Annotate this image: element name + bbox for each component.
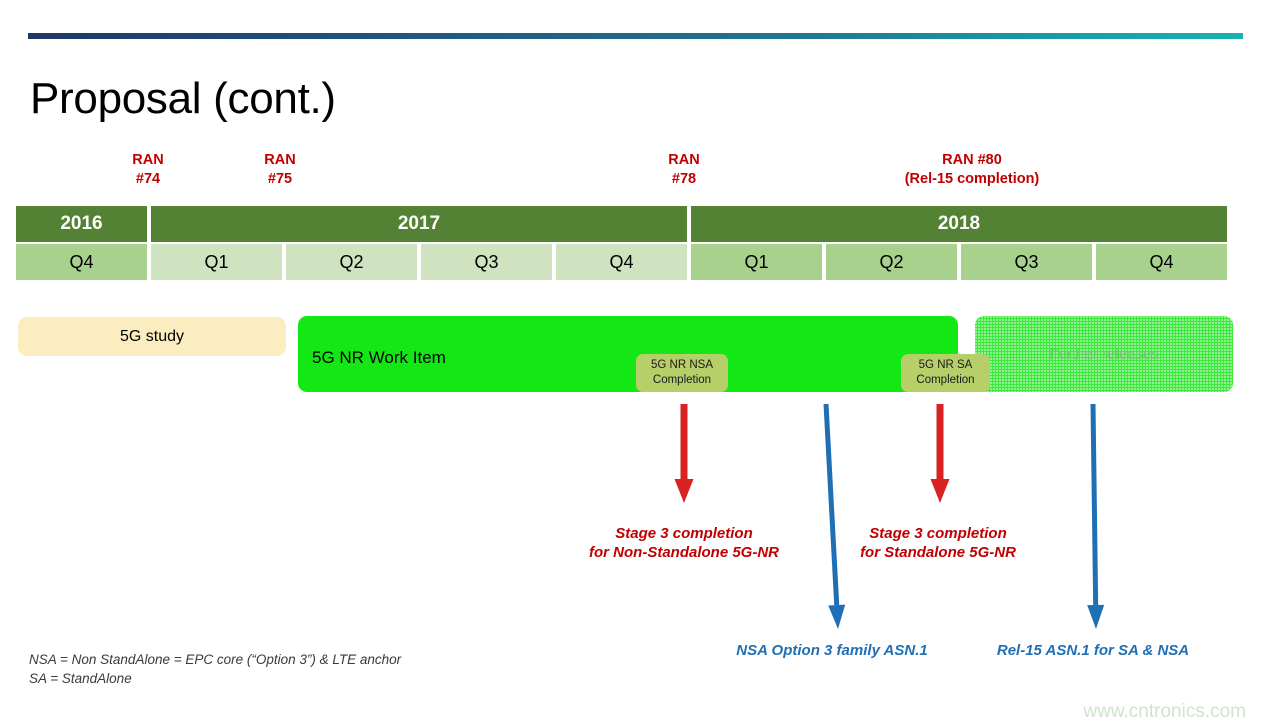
timeline-year-2017: 2017: [151, 206, 689, 242]
annot-stage3-nsa-line2: for Non-Standalone 5G-NR: [589, 544, 779, 562]
milestone-nsa-line1: 5G NR NSA: [651, 359, 713, 372]
bar-nr-work-label: 5G NR Work Item: [312, 348, 446, 367]
ran-75-line1: RAN: [264, 152, 296, 168]
ran-75-label: RAN #75: [140, 151, 420, 189]
milestone-sa-line2: Completion: [916, 374, 975, 386]
ran-74-line2: #74: [135, 171, 161, 188]
milestone-nsa-line2: Completion: [652, 374, 712, 386]
bar-further-label: Further releases: [1049, 345, 1159, 363]
annot-stage3-sa: Stage 3 completion for Standalone 5G-NR: [738, 524, 1138, 562]
timeline-quarter-2: Q2: [286, 244, 419, 280]
annot-stage3-sa-line1: Stage 3 completion: [869, 525, 1007, 542]
ran-80-label: RAN #80 (Rel-15 completion): [832, 151, 1112, 189]
milestone-sa-line1: 5G NR SA: [918, 359, 973, 372]
ran-80-line1: RAN #80: [942, 152, 1002, 168]
accent-rule: [28, 33, 1243, 39]
timeline-quarter-4: Q4: [556, 244, 689, 280]
ran-80-line2: (Rel-15 completion): [904, 171, 1040, 188]
timeline-year-2016: 2016: [16, 206, 149, 242]
timeline-quarter-7: Q3: [961, 244, 1094, 280]
ran-74-line1: RAN: [132, 152, 164, 168]
timeline-quarter-8: Q4: [1096, 244, 1227, 280]
ran-74-tick: [150, 206, 151, 242]
ran-74-label: RAN #74: [8, 151, 288, 189]
timeline-quarter-1: Q1: [151, 244, 284, 280]
ran-78-label: RAN #78: [544, 151, 824, 189]
arrow-blue-nsa-head: [828, 604, 846, 629]
annot-nsa-asn1-line1: NSA Option 3 family ASN.1: [736, 642, 928, 659]
bar-further: Further releases: [975, 316, 1233, 392]
arrow-blue-nsa-shaft: [823, 403, 840, 606]
annot-stage3-nsa-line1: Stage 3 completion: [615, 525, 753, 542]
milestone-sa: 5G NR SA Completion: [901, 354, 990, 392]
arrow-red-sa: [930, 404, 950, 503]
annot-rel15-asn1: Rel-15 ASN.1 for SA & NSA: [893, 641, 1268, 660]
arrow-red-sa-head: [930, 479, 950, 503]
annot-stage3-nsa: Stage 3 completion for Non-Standalone 5G-…: [484, 524, 884, 562]
arrow-red-nsa: [674, 404, 694, 503]
timeline-quarter-6: Q2: [826, 244, 959, 280]
milestone-nsa: 5G NR NSA Completion: [636, 354, 728, 392]
ran-78-line1: RAN: [668, 152, 700, 168]
timeline-quarter-5: Q1: [691, 244, 824, 280]
watermark: www.cntronics.com: [1083, 701, 1246, 722]
arrow-blue-nsa: [823, 403, 846, 629]
arrow-blue-rel15-shaft: [1090, 403, 1099, 606]
annot-stage3-sa-line2: for Standalone 5G-NR: [860, 544, 1016, 562]
timeline-year-2018: 2018: [691, 206, 1227, 242]
arrow-blue-rel15-head: [1087, 604, 1105, 629]
bar-nr-work: 5G NR Work Item: [298, 316, 958, 392]
annot-nsa-asn1: NSA Option 3 family ASN.1: [632, 641, 1032, 660]
footnote-line-nsa: NSA = Non StandAlone = EPC core (“Option…: [29, 652, 402, 667]
ran-78-line2: #78: [671, 171, 697, 188]
timeline-quarter-3: Q3: [421, 244, 554, 280]
arrow-blue-rel15: [1087, 403, 1105, 629]
annot-rel15-asn1-line1: Rel-15 ASN.1 for SA & NSA: [996, 642, 1190, 659]
bar-5g-study-label: 5G study: [119, 327, 185, 345]
legend-footnote: NSA = Non StandAlone = EPC core (“Option…: [29, 650, 401, 688]
ran-75-line2: #75: [267, 171, 293, 188]
page-title: Proposal (cont.): [30, 74, 336, 123]
bar-5g-study: 5G study: [18, 317, 286, 356]
arrow-red-nsa-head: [674, 479, 694, 503]
timeline-quarter-0: Q4: [16, 244, 149, 280]
footnote-line-sa: SA = StandAlone: [29, 671, 132, 687]
